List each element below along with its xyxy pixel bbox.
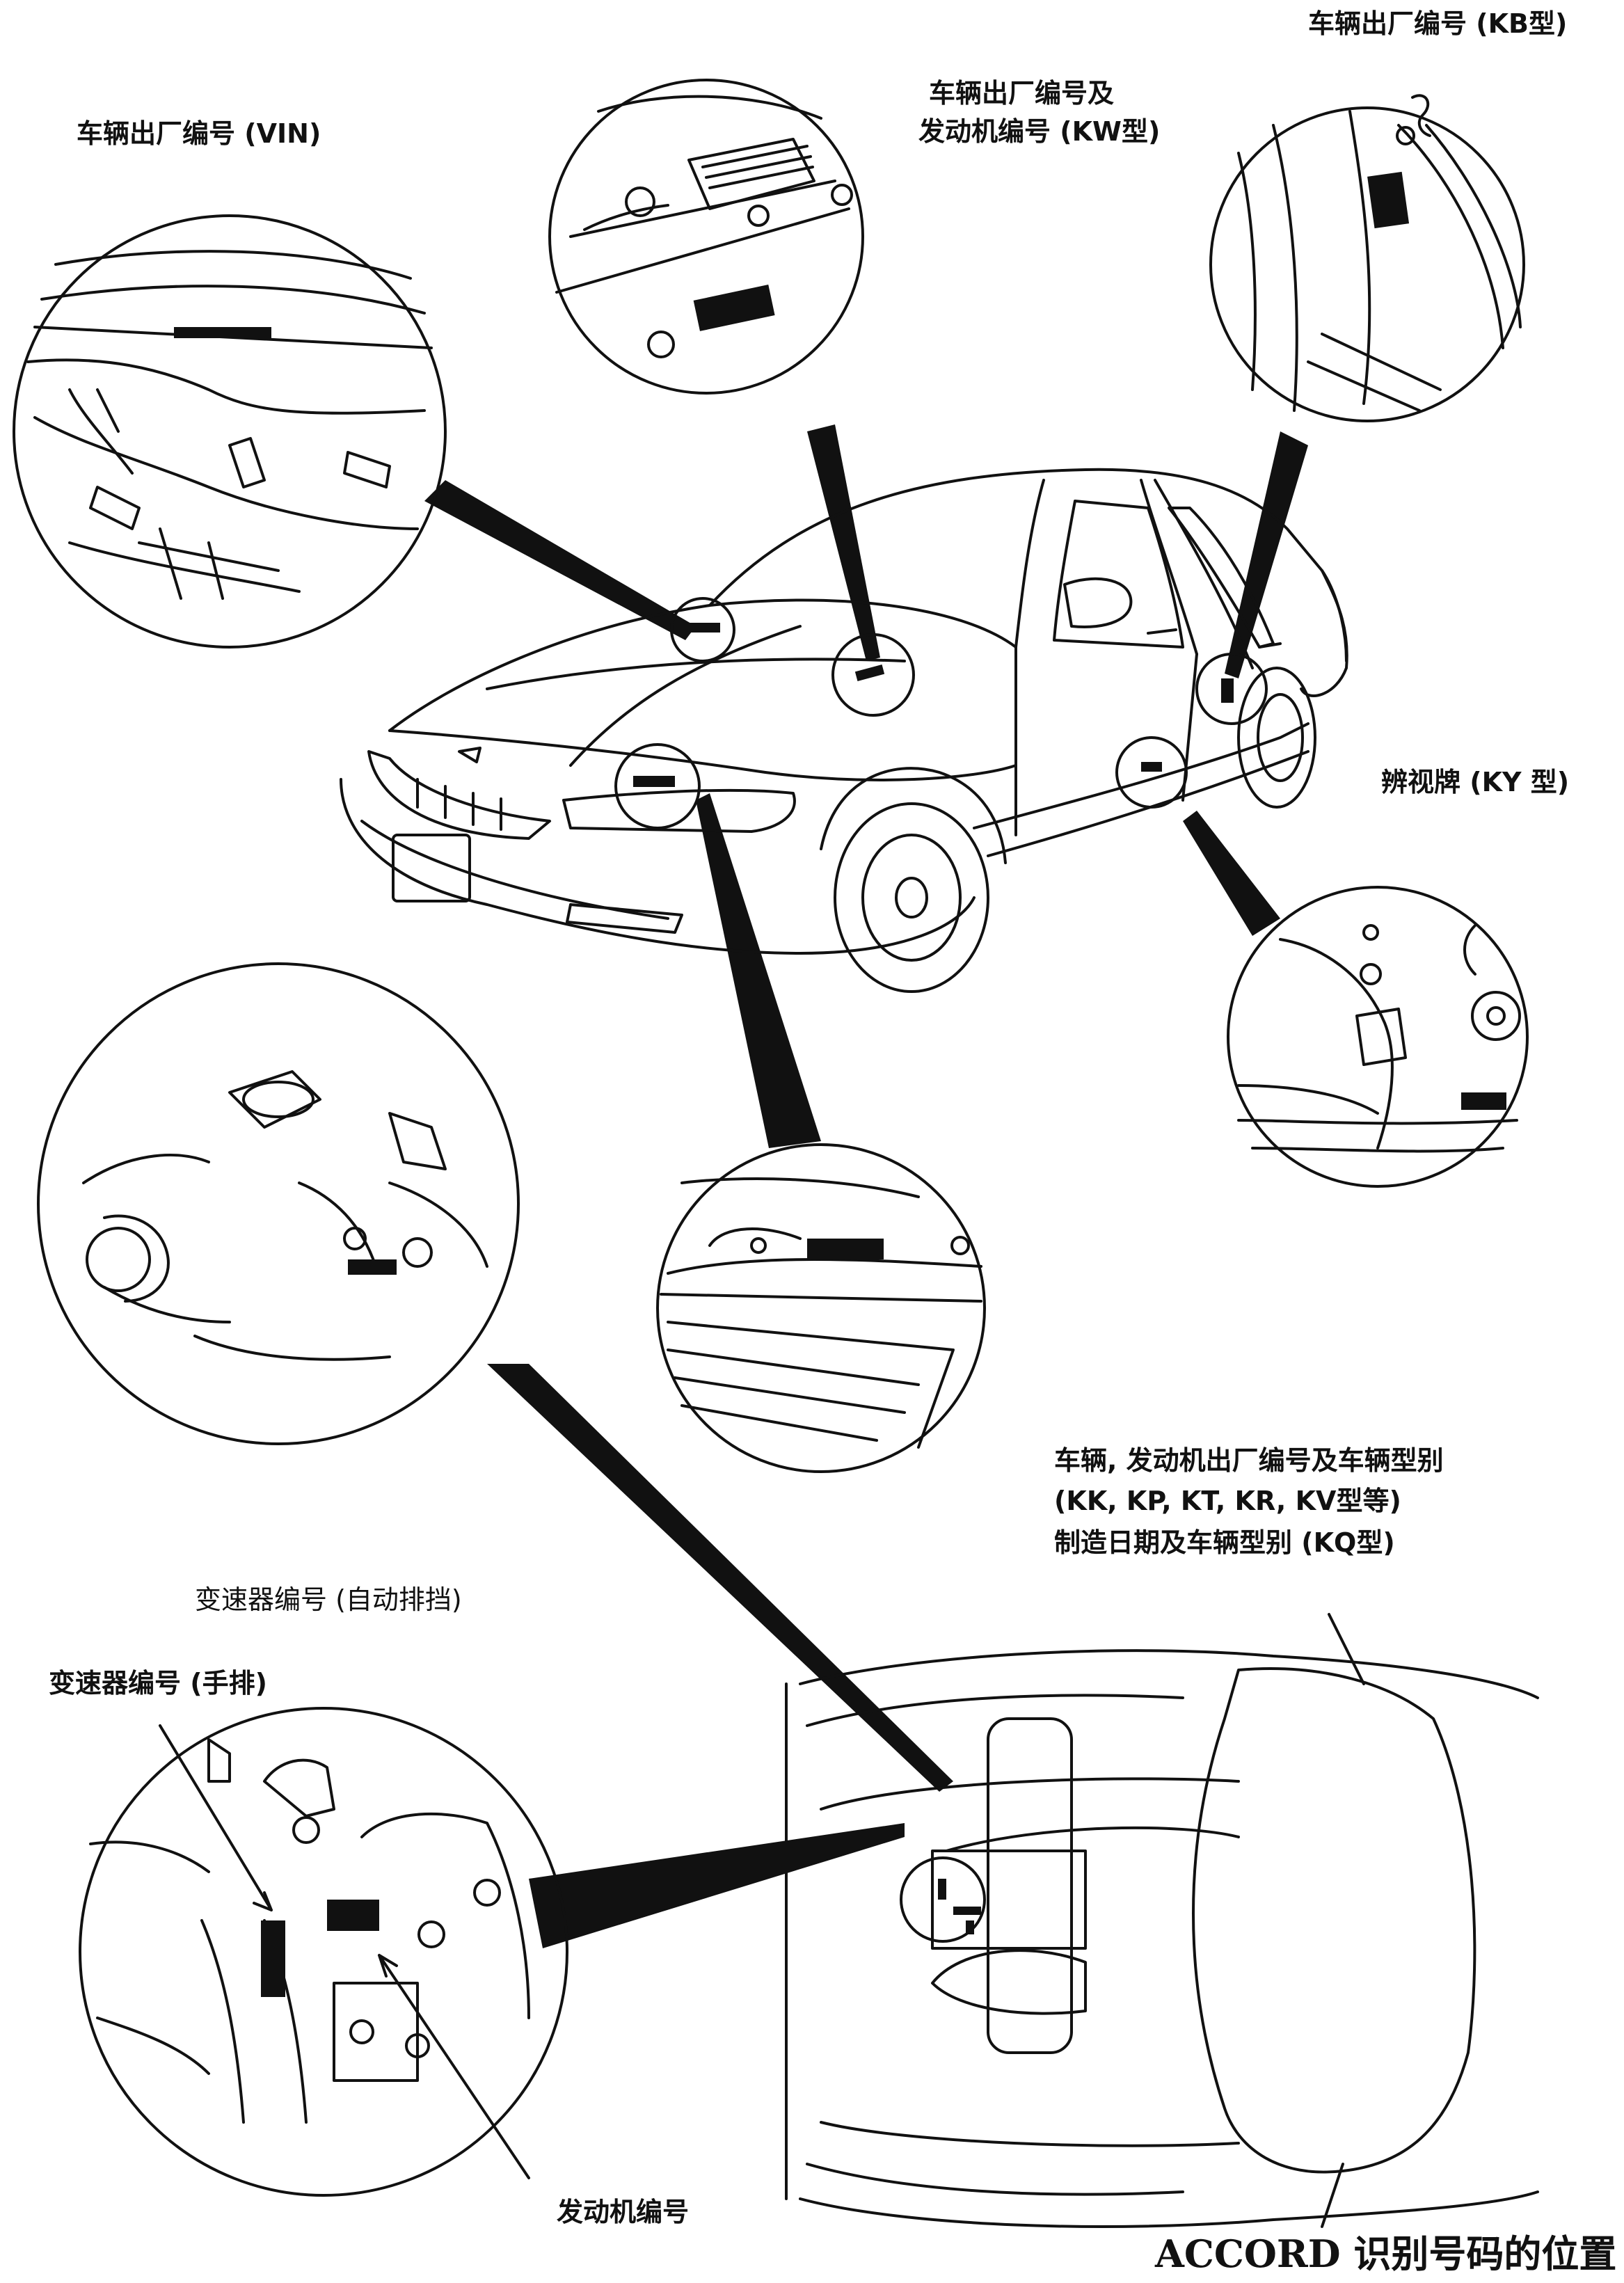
kk-detail-circle <box>656 1143 986 1473</box>
manual-transmission-label: 变速器编号 (手排) <box>49 1668 267 1699</box>
engine-bay-top-view <box>785 1613 1539 2228</box>
ky-label: 辨视牌 (KY 型) <box>1381 767 1570 797</box>
kw-leader <box>807 424 880 661</box>
vin-label: 车辆出厂编号 (VIN) <box>77 118 321 149</box>
leader-wedges <box>424 424 1308 1948</box>
ky-detail-circle <box>1227 886 1529 1188</box>
auto-transmission-detail-circle <box>37 962 520 1445</box>
kw-detail-circle <box>548 79 864 395</box>
kw-label-line1: 车辆出厂编号及 <box>929 78 1115 109</box>
vin-detail-circle <box>13 214 447 649</box>
car-illustration <box>340 468 1348 993</box>
kk-leader <box>696 793 821 1148</box>
figure-caption: ACCORD 识别号码的位置 <box>1155 2232 1617 2276</box>
kw-label-line2: 发动机编号 (KW型) <box>918 116 1161 147</box>
kb-leader <box>1225 431 1308 678</box>
kk-label-line3: 制造日期及车辆型别 (KQ型) <box>1054 1527 1395 1558</box>
engine-number-label: 发动机编号 <box>557 2197 690 2227</box>
kb-detail-circle <box>1209 94 1525 422</box>
ky-leader <box>1183 811 1280 936</box>
auto-trans-leader <box>487 1364 953 1792</box>
vin-leader <box>424 480 696 640</box>
manual-engine-leader <box>529 1823 905 1948</box>
kb-label: 车辆出厂编号 (KB型) <box>1308 8 1568 39</box>
kk-label-line2: (KK, KP, KT, KR, KV型等) <box>1054 1486 1401 1516</box>
kk-label-line1: 车辆, 发动机出厂编号及车辆型别 <box>1054 1445 1444 1476</box>
auto-transmission-label: 变速器编号 (自动排挡) <box>195 1584 462 1615</box>
manual-engine-detail-circle <box>79 1707 568 2197</box>
